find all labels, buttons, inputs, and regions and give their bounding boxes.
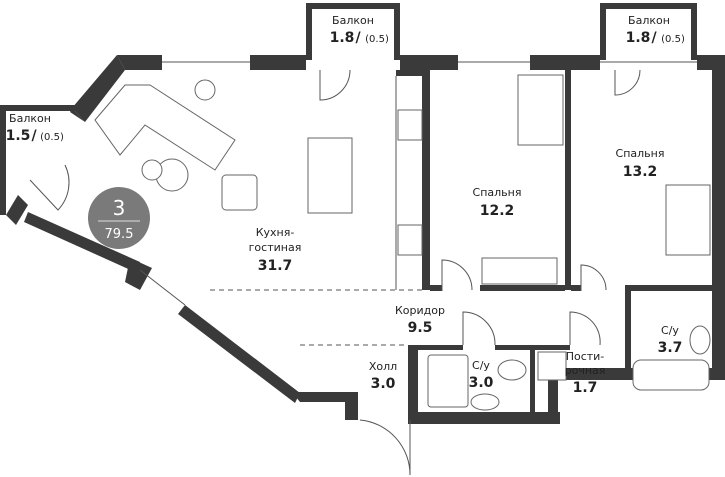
- svg-text:Спальня: Спальня: [616, 147, 665, 160]
- room-count: 3: [113, 196, 126, 220]
- bed-1: [517, 74, 564, 146]
- interior-walls: [210, 70, 712, 412]
- svg-text:Балкон: Балкон: [628, 14, 670, 27]
- kitchen-sink: [397, 224, 423, 256]
- toilet: [497, 359, 527, 381]
- svg-text:1.8: 1.8: [330, 30, 355, 46]
- balcony-top-left: [306, 3, 400, 60]
- bathtub: [632, 359, 710, 391]
- balcony-top-right: [600, 3, 697, 60]
- room-kitchen-living: Кухня- гостиная 31.7: [249, 226, 302, 274]
- svg-text:Пости-: Пости-: [566, 350, 605, 363]
- svg-text:12.2: 12.2: [480, 203, 515, 219]
- svg-text:3.7: 3.7: [658, 340, 683, 356]
- total-area: 79.5: [105, 227, 134, 242]
- svg-text:3.0: 3.0: [469, 375, 494, 391]
- svg-text:1.5: 1.5: [6, 128, 31, 144]
- plant: [194, 79, 216, 101]
- bed-2: [665, 184, 711, 256]
- svg-text:/: /: [31, 128, 37, 144]
- svg-text:1.7: 1.7: [573, 380, 598, 396]
- room-corridor: Коридор 9.5: [395, 304, 445, 336]
- exterior-walls: [6, 55, 725, 424]
- room-balcony-1: Балкон 1.8 (0.5) /: [330, 14, 389, 46]
- armchair: [221, 174, 258, 211]
- apartment-badge: 3 79.5: [88, 187, 150, 249]
- room-bathroom-2: С/у 3.7: [658, 324, 683, 356]
- svg-text:13.2: 13.2: [623, 164, 658, 180]
- stove: [397, 109, 423, 141]
- svg-text:С/у: С/у: [472, 359, 490, 372]
- svg-text:31.7: 31.7: [258, 258, 293, 274]
- dining-table: [307, 137, 353, 214]
- svg-text:(0.5): (0.5): [40, 132, 64, 143]
- svg-text:1.8: 1.8: [626, 30, 651, 46]
- svg-text:Спальня: Спальня: [473, 186, 522, 199]
- washing-machine: [537, 351, 567, 381]
- svg-text:(0.5): (0.5): [365, 34, 389, 45]
- svg-text:Балкон: Балкон: [332, 14, 374, 27]
- svg-text:Кухня-: Кухня-: [256, 226, 295, 239]
- svg-text:/: /: [651, 30, 657, 46]
- svg-text:(0.5): (0.5): [661, 34, 685, 45]
- wardrobe-1: [481, 257, 558, 285]
- room-bedroom-1: Спальня 12.2: [473, 186, 522, 219]
- svg-text:Балкон: Балкон: [9, 112, 51, 125]
- room-laundry: Пости- рочная 1.7: [565, 350, 606, 396]
- room-bathroom-1: С/у 3.0: [469, 359, 494, 391]
- furniture: [94, 74, 711, 411]
- washbasin: [470, 393, 500, 411]
- svg-text:Коридор: Коридор: [395, 304, 445, 317]
- sofa: [94, 84, 236, 171]
- svg-text:9.5: 9.5: [408, 320, 433, 336]
- room-balcony-3: Балкон 1.5 (0.5) /: [6, 112, 64, 144]
- room-bedroom-2: Спальня 13.2: [616, 147, 665, 180]
- svg-text:3.0: 3.0: [371, 376, 396, 392]
- svg-text:С/у: С/у: [661, 324, 679, 337]
- svg-text:Холл: Холл: [369, 360, 397, 373]
- room-balcony-2: Балкон 1.8 (0.5) /: [626, 14, 685, 46]
- svg-text:рочная: рочная: [565, 364, 606, 377]
- doors: [29, 69, 641, 476]
- room-hall: Холл 3.0: [369, 360, 397, 392]
- shower: [427, 354, 469, 408]
- sink-bathroom: [689, 325, 711, 355]
- svg-text:гостиная: гостиная: [249, 241, 302, 254]
- svg-text:/: /: [355, 30, 361, 46]
